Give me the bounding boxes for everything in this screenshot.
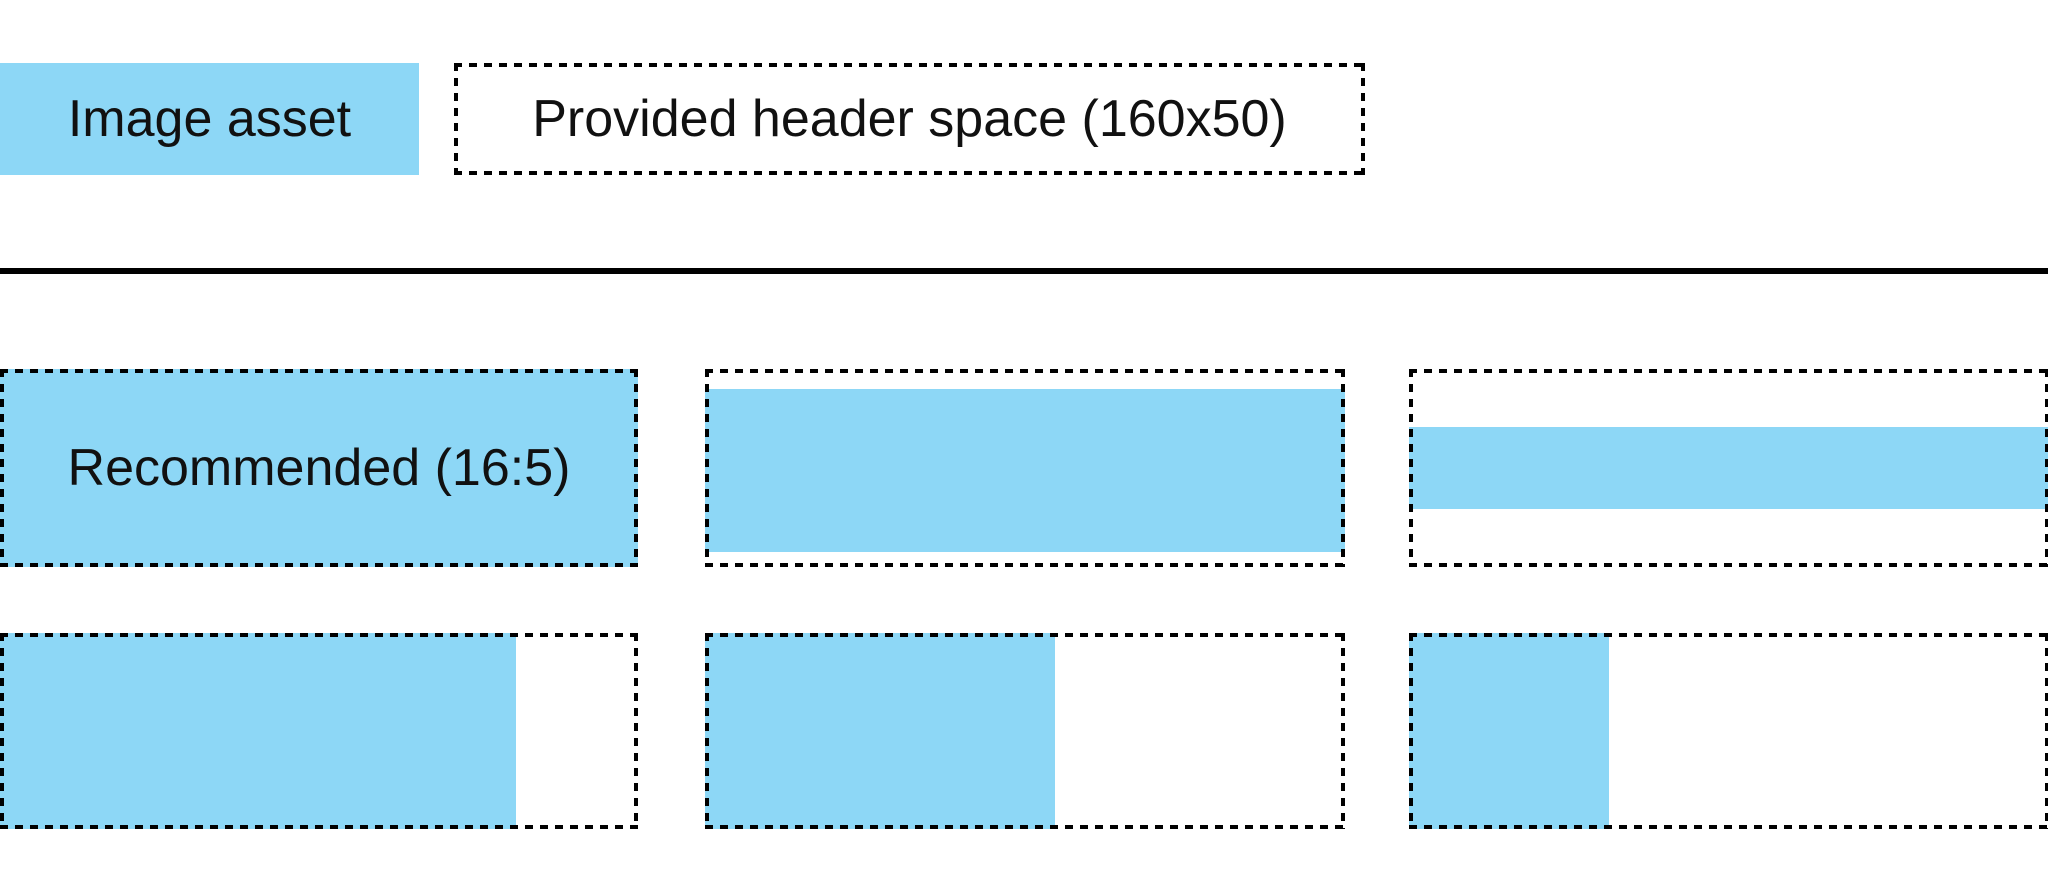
asset-fill <box>0 633 516 829</box>
asset-fill <box>0 369 638 567</box>
asset-fill <box>705 633 1055 829</box>
example-box-thin-strip <box>1409 369 2048 567</box>
asset-fill <box>1409 427 2048 509</box>
header-space-box: Provided header space (160x50) <box>454 63 1365 175</box>
example-box-recommended: Recommended (16:5) <box>0 369 638 567</box>
divider-line <box>0 268 2048 274</box>
example-box-shorter-centered <box>705 369 1345 567</box>
example-box-narrow-31 <box>1409 633 2048 829</box>
asset-fill <box>705 389 1345 552</box>
image-asset-swatch: Image asset <box>0 63 419 175</box>
image-asset-label: Image asset <box>67 90 352 148</box>
example-box-narrow-81 <box>0 633 638 829</box>
header-space-label: Provided header space (160x50) <box>532 90 1287 148</box>
example-box-narrow-55 <box>705 633 1345 829</box>
asset-fill <box>1409 633 1609 829</box>
recommended-label: Recommended (16:5) <box>67 439 571 497</box>
